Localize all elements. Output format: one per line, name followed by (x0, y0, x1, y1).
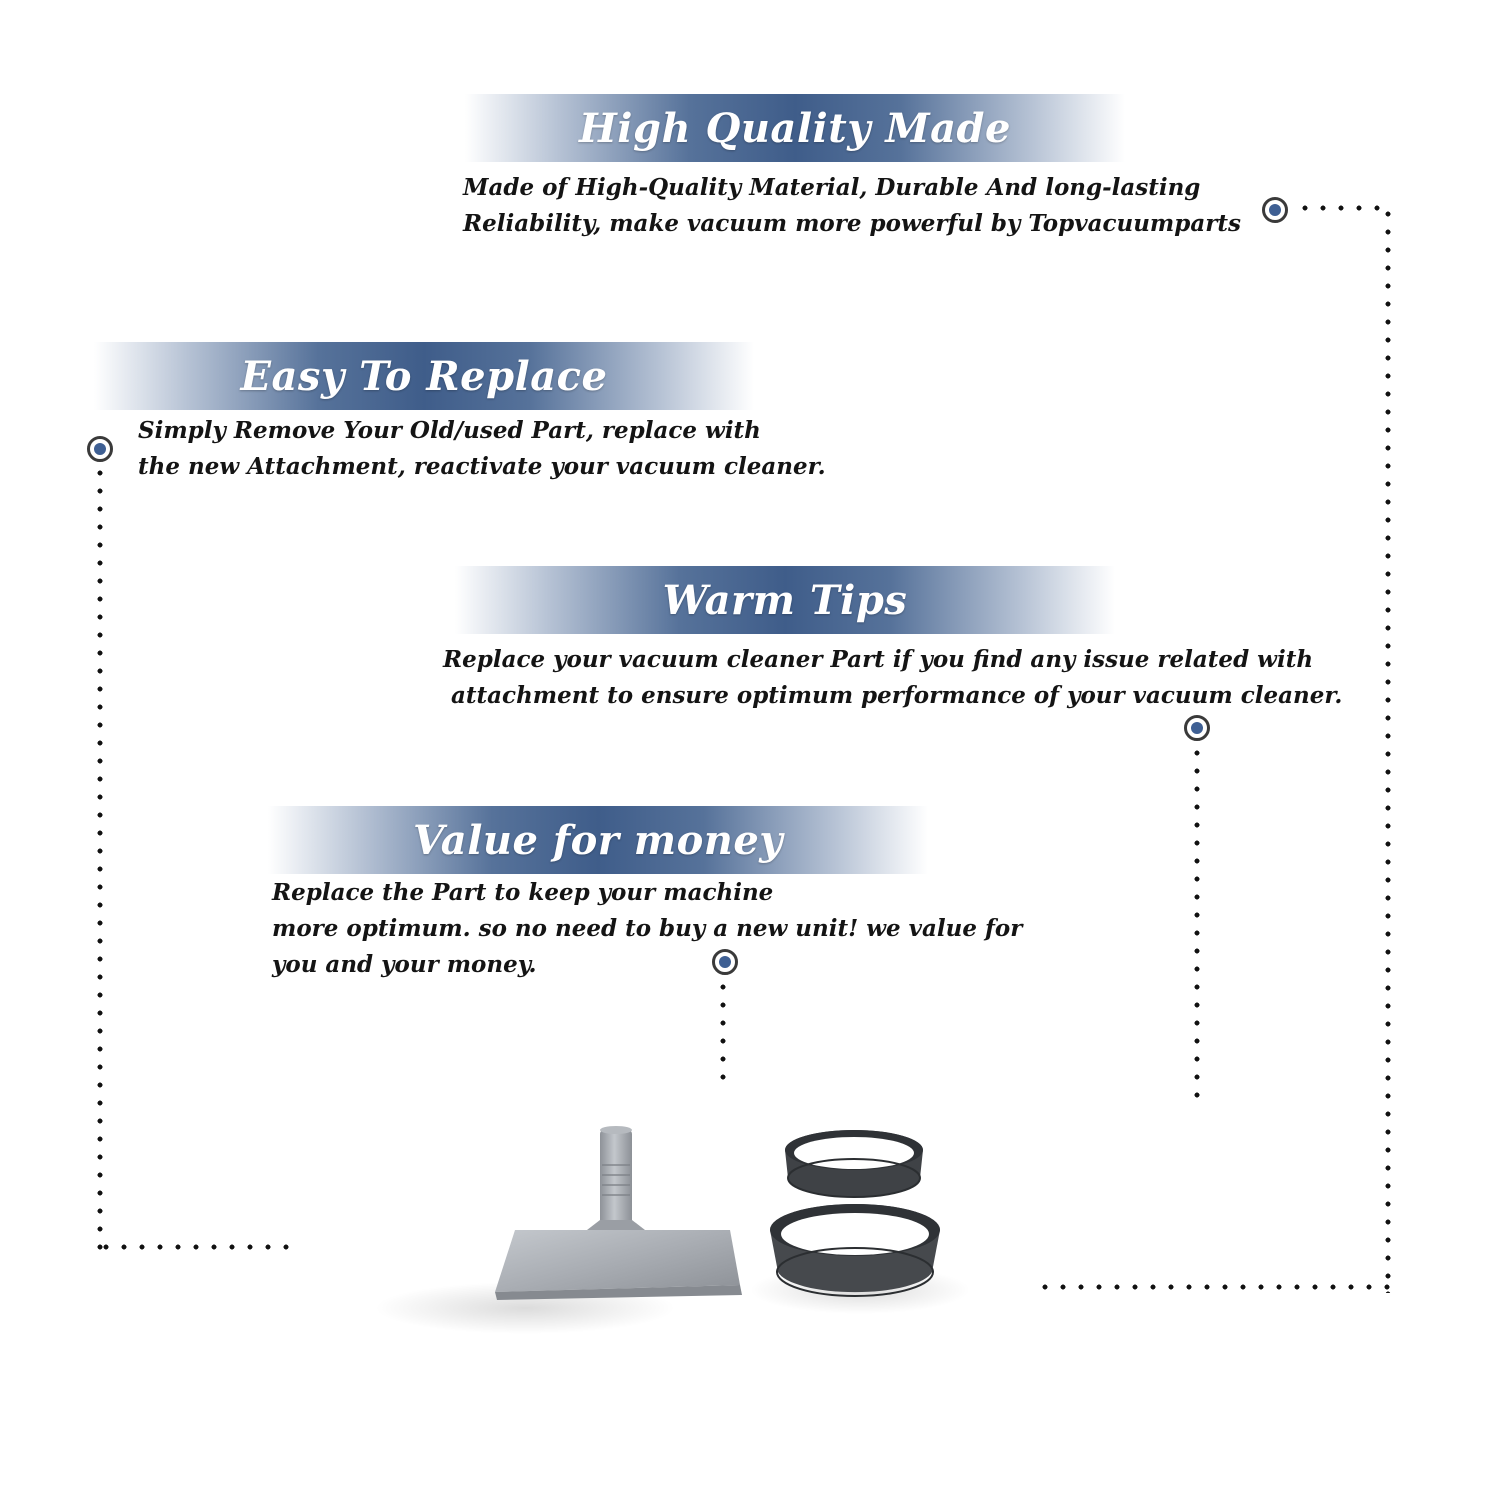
marker-dot-icon (1184, 715, 1210, 741)
connector-line (720, 978, 726, 1092)
connector-line (1194, 744, 1200, 1110)
description-line: Replace the Part to keep your machine (272, 879, 774, 906)
description-line: the new Attachment, reactivate your vacu… (138, 453, 826, 480)
description-line: Simply Remove Your Old/used Part, replac… (138, 417, 761, 444)
connector-line (1296, 205, 1392, 211)
connector-line (1385, 205, 1391, 1293)
description-line: Made of High-Quality Material, Durable A… (463, 174, 1201, 201)
marker-dot-icon (87, 436, 113, 462)
banner-high-quality: High Quality Made (465, 94, 1125, 162)
connector-line (97, 1244, 301, 1250)
belt-icon (785, 1130, 923, 1198)
banner-easy-replace: Easy To Replace (94, 342, 754, 410)
description-line: attachment to ensure optimum performance… (443, 682, 1343, 709)
banner-warm-tips: Warm Tips (455, 566, 1115, 634)
floor-nozzle-attachment-icon (495, 1126, 742, 1300)
section-title: High Quality Made (579, 104, 1011, 152)
product-image (300, 1080, 1060, 1420)
section-title: Easy To Replace (240, 352, 608, 400)
connector-line (1036, 1284, 1392, 1290)
product-illustration (375, 1126, 970, 1334)
description-line: more optimum. so no need to buy a new un… (272, 915, 1023, 942)
section-description: Simply Remove Your Old/used Part, replac… (138, 413, 826, 485)
marker-dot-icon (1262, 197, 1288, 223)
section-description: Made of High-Quality Material, Durable A… (463, 170, 1241, 242)
description-line: Reliability, make vacuum more powerful b… (463, 210, 1241, 237)
section-description: Replace the Part to keep your machine mo… (272, 875, 1022, 983)
section-description: Replace your vacuum cleaner Part if you … (443, 642, 1342, 714)
banner-value-money: Value for money (268, 806, 928, 874)
belt-icon (770, 1204, 940, 1297)
section-title: Value for money (412, 816, 784, 864)
section-title: Warm Tips (662, 576, 908, 624)
description-line: Replace your vacuum cleaner Part if you … (443, 646, 1314, 673)
connector-line (97, 464, 103, 1254)
marker-dot-icon (712, 949, 738, 975)
description-line: you and your money. (272, 951, 537, 978)
